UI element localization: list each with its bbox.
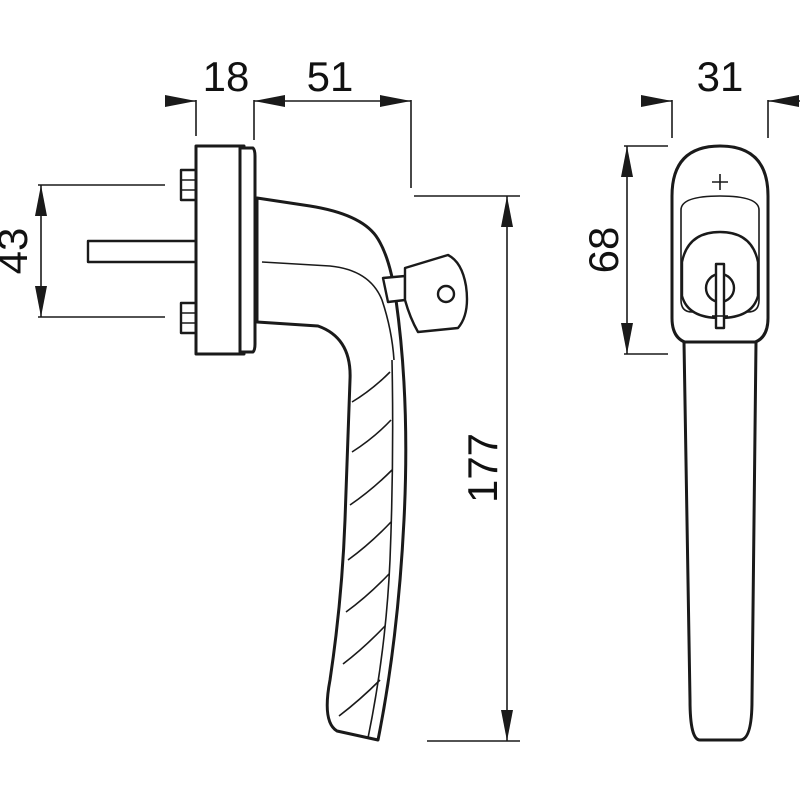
bottom-screw	[179, 301, 198, 335]
front-handle-grip	[682, 340, 758, 742]
top-screw	[179, 168, 198, 202]
dim-line-31	[641, 95, 800, 107]
handle-neck-line	[261, 261, 395, 361]
grip-ridges	[338, 371, 393, 717]
side-view	[86, 144, 469, 742]
dim-line-43	[35, 185, 47, 317]
rose-plate	[194, 144, 246, 356]
plus-mark-icon	[712, 174, 728, 190]
dim-label-51: 51	[307, 53, 354, 100]
side-extension-lines	[38, 100, 520, 742]
rose-cap	[238, 146, 257, 354]
dim-label-31: 31	[697, 53, 744, 100]
dim-line-177	[501, 196, 513, 741]
dim-label-18: 18	[203, 53, 250, 100]
front-extension-lines	[624, 100, 769, 355]
spindle	[86, 239, 198, 264]
dim-label-177: 177	[459, 433, 506, 503]
handle-side-body	[255, 196, 408, 742]
front-rose-inner	[680, 195, 760, 313]
front-view	[670, 144, 770, 742]
lock-cylinder-icon	[704, 262, 736, 330]
dim-label-43: 43	[0, 228, 36, 275]
dim-line-18	[165, 95, 196, 107]
key-icon	[381, 253, 469, 334]
dim-line-51	[254, 95, 411, 107]
dim-label-68: 68	[580, 227, 627, 274]
dim-line-68	[621, 146, 633, 354]
